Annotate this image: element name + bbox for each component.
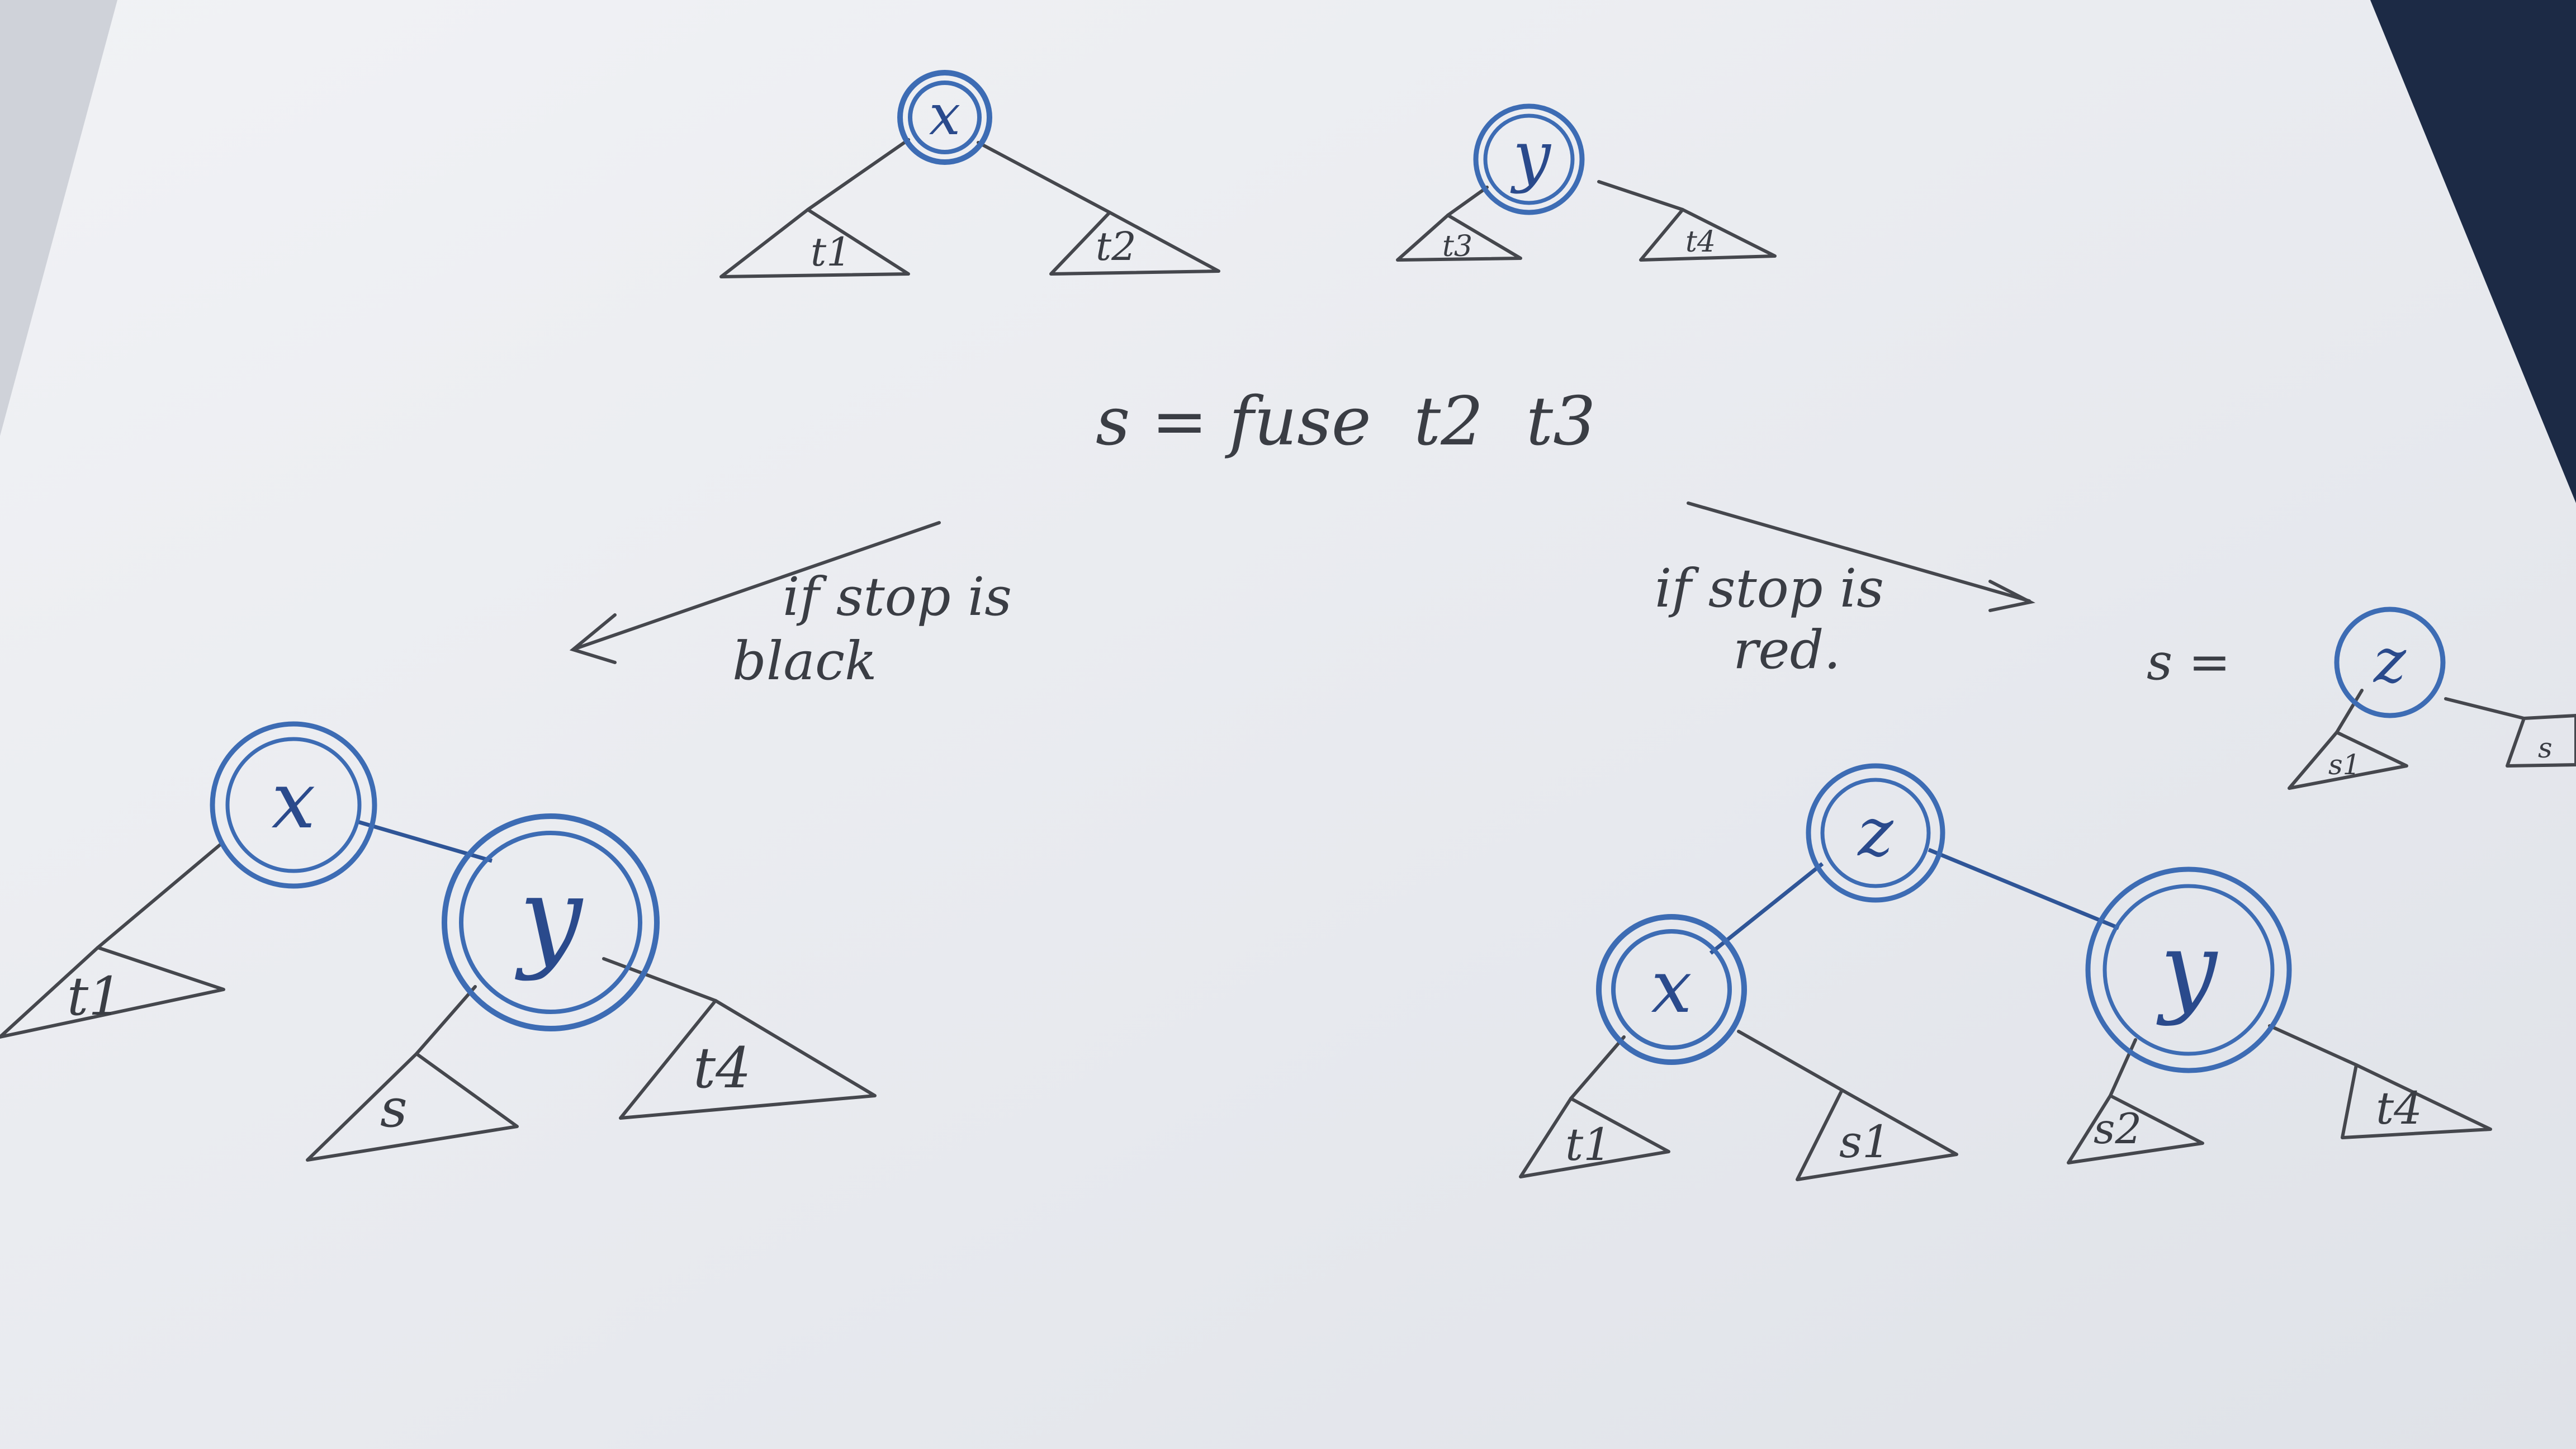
subtree-triangle — [306, 1052, 519, 1162]
subtree-label: s1 — [1839, 1116, 1891, 1168]
top-x-tree: x t1 t2 — [719, 70, 1220, 278]
subtree-triangle — [1519, 1097, 1670, 1178]
right-condition-line1: if stop is — [1655, 558, 1884, 619]
left-condition-line2: black — [732, 631, 877, 692]
subtree-triangle — [1639, 208, 1777, 262]
node-label: y — [2156, 911, 2218, 1027]
result-tree-black: x y t1 s t4 — [0, 721, 877, 1162]
subtree-label: t1 — [811, 229, 851, 275]
left-branch: if stop is black — [569, 521, 1012, 692]
left-condition-line1: if stop is — [783, 566, 1012, 628]
subtree-label: t1 — [1565, 1119, 1612, 1171]
node-label: y — [515, 853, 584, 983]
node-label: y — [1510, 117, 1552, 195]
s-label: s = — [2147, 633, 2231, 692]
subtree-label: t4 — [1685, 225, 1716, 259]
node-label: z — [1857, 794, 1893, 872]
result-tree-red: z x y t1 s1 s2 t4 — [1519, 763, 2492, 1181]
subtree-triangle — [2506, 714, 2576, 768]
subtree-label: t2 — [1096, 224, 1137, 269]
subtree-triangle — [2288, 731, 2408, 790]
subtree-triangle — [1796, 1088, 1958, 1181]
node-label: z — [2373, 625, 2407, 697]
subtree-label: t4 — [2376, 1082, 2422, 1134]
subtree-triangle — [0, 946, 225, 1039]
subtree-triangle — [619, 999, 877, 1120]
top-y-tree: y t3 t4 — [1396, 103, 1777, 263]
node-label: x — [929, 82, 960, 148]
subtree-triangle — [1396, 214, 1522, 262]
right-branch: if stop is red. — [1655, 501, 2035, 681]
subtree-label: t4 — [693, 1035, 751, 1101]
subtree-label: t3 — [1442, 230, 1472, 263]
paper-underlayer — [0, 0, 117, 436]
right-condition-line2: red. — [1733, 619, 1841, 681]
node-label: x — [1651, 944, 1692, 1029]
subtree-label: s1 — [2328, 749, 2360, 781]
subtree-label: t1 — [67, 966, 122, 1027]
fuse-equation: s = fuse t2 t3 — [1096, 383, 1595, 461]
node-label: x — [272, 755, 316, 846]
subtree-label: s — [380, 1078, 408, 1139]
subtree-triangle — [2067, 1094, 2204, 1164]
subtree-triangle — [2341, 1063, 2492, 1139]
subtree-triangle — [1049, 211, 1220, 276]
subtree-triangle — [719, 208, 910, 278]
subtree-label: s2 — [2094, 1104, 2142, 1153]
subtree-label: s — [2538, 732, 2553, 764]
s-definition-tree: s = z s1 s — [2147, 607, 2576, 790]
